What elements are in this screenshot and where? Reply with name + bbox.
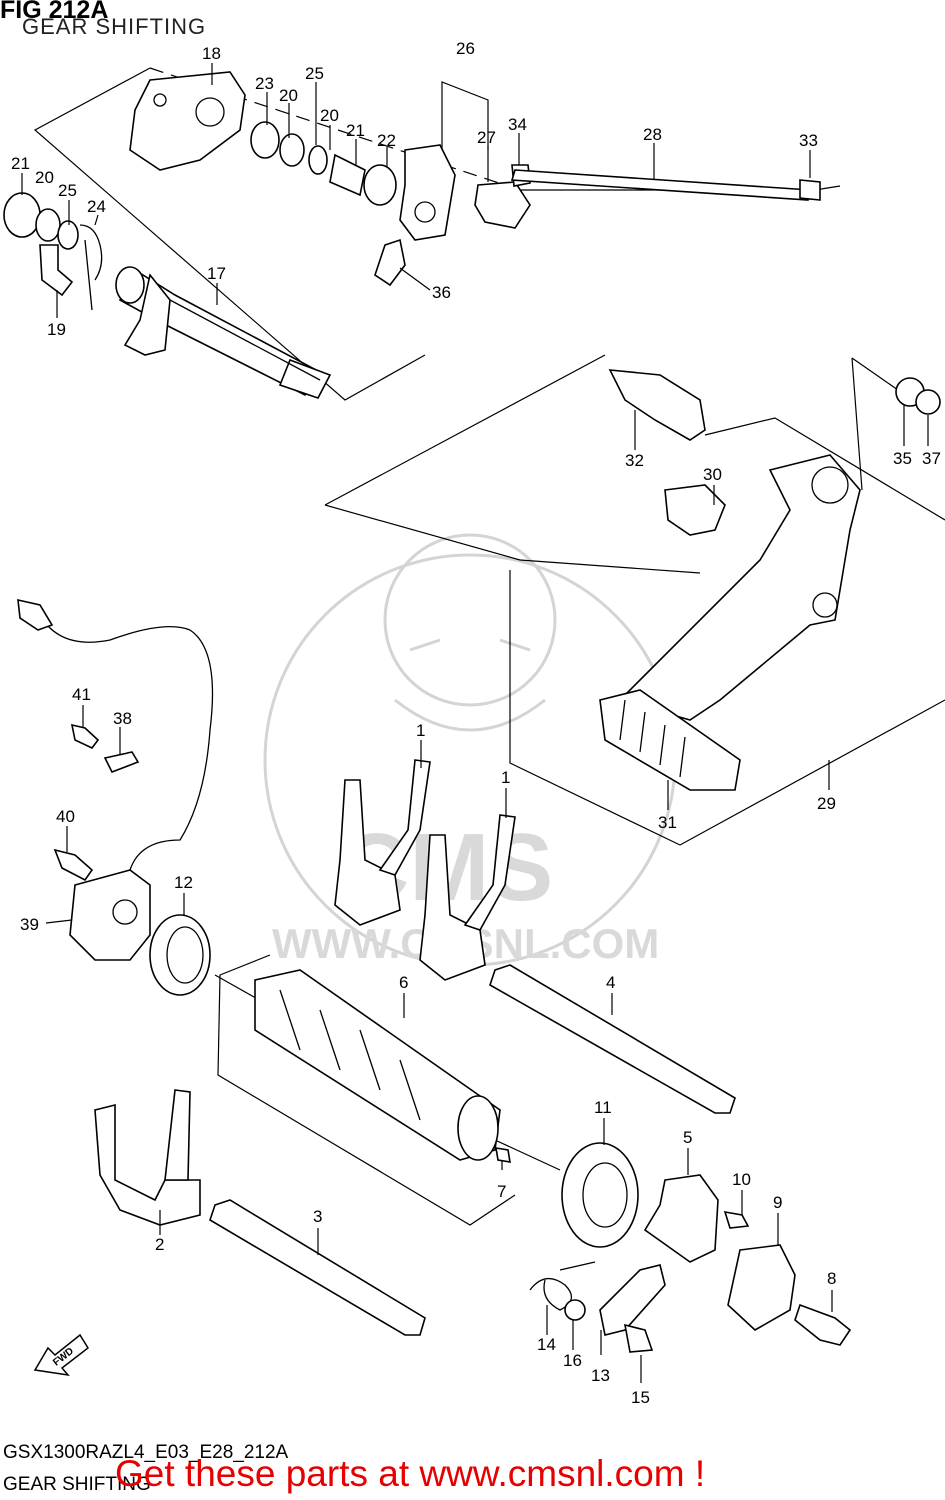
- callout-37: 37: [922, 449, 941, 468]
- callout-4: 4: [606, 973, 615, 992]
- fork-shaft-3: [209, 1199, 426, 1336]
- model-code: GSX1300RAZL4_E03_E28_212A: [3, 1442, 289, 1463]
- callout-25b: 25: [58, 181, 77, 200]
- forward-arrow-icon: FWD: [33, 1333, 89, 1377]
- callout-33: 33: [799, 131, 818, 150]
- shift-shaft-group: [3, 67, 841, 401]
- callout-1b: 1: [501, 768, 510, 787]
- callout-27: 27: [477, 128, 496, 147]
- callout-25a: 25: [305, 64, 324, 83]
- callout-30: 30: [703, 465, 722, 484]
- stopper-plate: [643, 1174, 719, 1263]
- return-spring: [529, 1261, 596, 1311]
- callout-41: 41: [72, 685, 91, 704]
- callout-29: 29: [817, 794, 836, 813]
- callout-12: 12: [174, 873, 193, 892]
- callout-10: 10: [732, 1170, 751, 1189]
- shift-shaft: [115, 266, 332, 399]
- leader-lines: [21, 63, 929, 1383]
- spring-bearing-stack: [3, 121, 397, 311]
- callout-9: 9: [773, 1193, 782, 1212]
- callout-28: 28: [643, 125, 662, 144]
- callout-7: 7: [497, 1182, 506, 1201]
- collar-30: [664, 484, 726, 536]
- bolt-15: [623, 1323, 654, 1353]
- callout-21b: 21: [11, 154, 30, 173]
- callout-1a: 1: [416, 721, 425, 740]
- callout-26: 26: [456, 39, 475, 58]
- bearing-12: [149, 914, 211, 996]
- shift-fork-1b: [419, 834, 486, 981]
- promo-link[interactable]: Get these parts at www.cmsnl.com !: [115, 1453, 706, 1494]
- shift-lever: [618, 454, 861, 721]
- gearshift-pedal-group: [324, 354, 945, 846]
- figure-subtitle: GEAR SHIFTING: [22, 14, 207, 39]
- shift-fork-1a: [334, 779, 401, 926]
- callout-17: 17: [207, 264, 226, 283]
- callout-15: 15: [631, 1388, 650, 1407]
- callout-18: 18: [202, 44, 221, 63]
- cam-pin: [794, 1303, 852, 1346]
- callout-22: 22: [377, 131, 396, 150]
- shift-fork-2: [94, 1103, 201, 1226]
- bolt-41: [70, 723, 100, 750]
- fork-shaft-4: [489, 964, 736, 1114]
- callout-8: 8: [827, 1269, 836, 1288]
- bolt-36: [374, 238, 406, 287]
- callout-31: 31: [658, 813, 677, 832]
- bolt-40: [53, 848, 94, 882]
- callout-38: 38: [113, 709, 132, 728]
- callout-23: 23: [255, 74, 274, 93]
- callout-36: 36: [432, 283, 451, 302]
- watermark-logo: CMS WWW.CMSNL.COM: [263, 533, 677, 967]
- callout-20b: 20: [320, 106, 339, 125]
- callout-20a: 20: [279, 86, 298, 105]
- shift-drum: [254, 969, 501, 1161]
- washer-16: [564, 1299, 586, 1321]
- callout-35: 35: [893, 449, 912, 468]
- pin-7: [495, 1147, 511, 1163]
- callout-14: 14: [537, 1335, 556, 1354]
- callout-34: 34: [508, 115, 527, 134]
- nut-33: [799, 179, 821, 201]
- callout-labels: 1 1 2 3 4 5 6 7 8 9 10 11 12 13 14 15 16…: [11, 39, 941, 1407]
- section-name: GEAR SHIFTING: [3, 1474, 151, 1495]
- pivot-bolt: [608, 369, 706, 441]
- stopper-arm: [599, 1264, 666, 1336]
- callout-11: 11: [594, 1098, 612, 1117]
- rod-end: [474, 181, 531, 229]
- gear-position-sensor: [17, 598, 214, 961]
- callout-21a: 21: [346, 121, 365, 140]
- tie-rod: [510, 169, 811, 201]
- bearing-11: [561, 1142, 639, 1248]
- bolt-19: [39, 244, 74, 297]
- shift-arm: [399, 144, 456, 241]
- callout-40: 40: [56, 807, 75, 826]
- callout-20c: 20: [35, 168, 54, 187]
- shift-cam-plate: [129, 71, 246, 171]
- callout-3: 3: [313, 1207, 322, 1226]
- callout-13: 13: [591, 1366, 610, 1385]
- shift-drum-group: [94, 759, 852, 1353]
- screw-10: [723, 1210, 750, 1229]
- callout-6: 6: [399, 973, 408, 992]
- callout-32: 32: [625, 451, 644, 470]
- figure-title: FIG 212A: [0, 0, 109, 24]
- callout-39: 39: [20, 915, 39, 934]
- clip-37: [915, 389, 941, 415]
- gearshift-cam: [727, 1244, 796, 1331]
- pedal-rubber: [599, 689, 741, 791]
- callout-5: 5: [683, 1128, 692, 1147]
- callout-2: 2: [155, 1235, 164, 1254]
- clamp-38: [103, 751, 140, 774]
- callout-24: 24: [87, 197, 106, 216]
- callout-19: 19: [47, 320, 66, 339]
- callout-16: 16: [563, 1351, 582, 1370]
